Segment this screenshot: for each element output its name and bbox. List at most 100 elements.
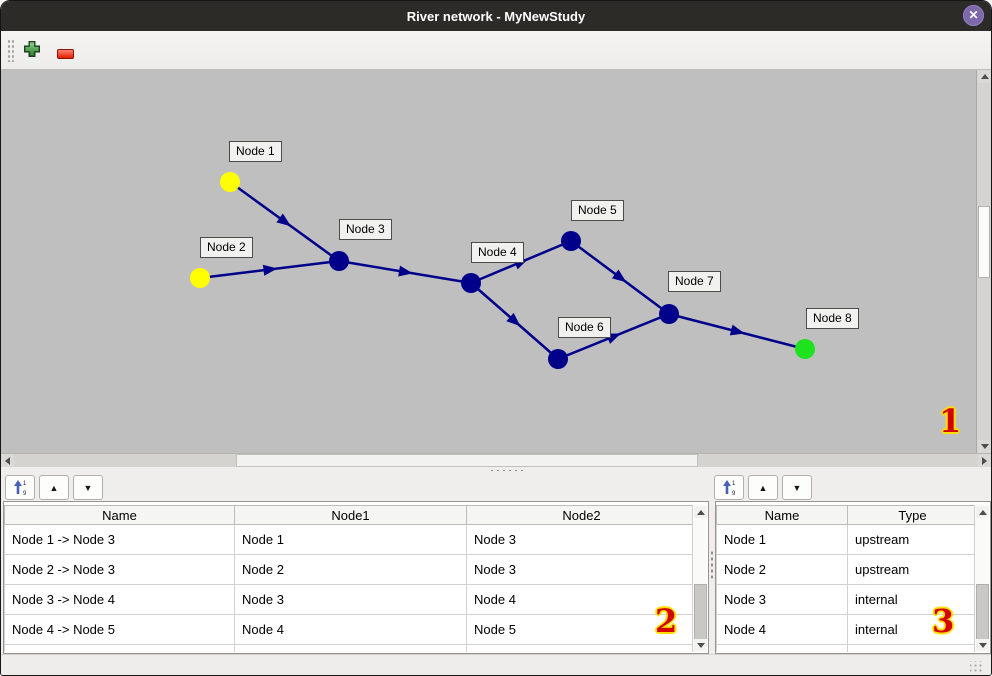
add-button[interactable] — [20, 39, 44, 61]
nodes-sort-button[interactable]: 1 9 — [714, 475, 744, 500]
splitter-handle-icon — [489, 469, 527, 472]
node-label[interactable]: Node 3 — [339, 219, 392, 240]
node-label[interactable]: Node 7 — [668, 271, 721, 292]
table-cell[interactable]: Node 3 — [234, 584, 467, 615]
column-header[interactable]: Node1 — [234, 505, 467, 525]
network-canvas[interactable]: Node 1 Node 2 Node 3 Node 4 Node 5 Node 6 Node… — [1, 70, 976, 453]
network-node[interactable] — [220, 172, 240, 192]
up-arrow-icon — [696, 509, 705, 515]
column-header[interactable]: Type — [847, 505, 978, 525]
branches-move-up-button[interactable]: ▲ — [39, 475, 69, 500]
scroll-up-button[interactable] — [976, 506, 989, 518]
close-button[interactable]: ✕ — [963, 5, 984, 26]
table-cell[interactable]: Node 1 -> Node 3 — [4, 524, 235, 555]
table-cell[interactable]: Node 3 — [466, 554, 697, 585]
scroll-left-button[interactable] — [1, 454, 14, 467]
down-arrow-icon — [696, 642, 705, 648]
table-cell[interactable]: Node 5 — [466, 614, 697, 645]
close-icon: ✕ — [968, 8, 979, 22]
network-node[interactable] — [190, 268, 210, 288]
branches-move-down-button[interactable]: ▼ — [73, 475, 103, 500]
table-cell[interactable]: Node 3 — [466, 524, 697, 555]
down-arrow-icon — [978, 642, 987, 648]
node-label[interactable]: Node 6 — [558, 317, 611, 338]
table-cell[interactable]: upstream — [847, 524, 978, 555]
toolbar-drag-handle[interactable] — [7, 39, 14, 62]
canvas-hscrollbar[interactable] — [1, 453, 991, 467]
node-label[interactable]: Node 5 — [571, 200, 624, 221]
table-cell[interactable]: Node 4 — [716, 614, 848, 645]
network-node[interactable] — [329, 251, 349, 271]
node-label[interactable]: Node 2 — [200, 237, 253, 258]
node-label[interactable]: Node 4 — [471, 242, 524, 263]
scroll-thumb[interactable] — [976, 584, 989, 643]
node-label[interactable]: Node 1 — [229, 141, 282, 162]
table-cell — [847, 644, 978, 652]
vscroll-thumb[interactable] — [978, 206, 990, 278]
svg-text:1: 1 — [23, 481, 27, 487]
scroll-down-button[interactable] — [694, 639, 707, 651]
scroll-right-button[interactable] — [978, 454, 991, 467]
network-node[interactable] — [561, 231, 581, 251]
table-cell[interactable]: Node 4 — [466, 584, 697, 615]
svg-text:9: 9 — [732, 491, 736, 496]
nodes-table-scrollbar[interactable] — [974, 505, 989, 652]
table-cell[interactable]: Node 1 — [234, 524, 467, 555]
table-cell[interactable]: Node 2 — [716, 554, 848, 585]
table-cell[interactable]: Node 4 — [234, 614, 467, 645]
flow-arrow-icon — [611, 269, 627, 283]
column-header[interactable]: Name — [4, 505, 235, 525]
node-label[interactable]: Node 8 — [806, 308, 859, 329]
scroll-up-button[interactable] — [694, 506, 707, 518]
branches-sort-button[interactable]: 1 9 — [5, 475, 35, 500]
nodes-move-up-button[interactable]: ▲ — [748, 475, 778, 500]
table-cell[interactable]: Node 1 — [716, 524, 848, 555]
table-cell[interactable]: Node 3 -> Node 4 — [4, 584, 235, 615]
tables-splitter-handle[interactable] — [710, 550, 714, 580]
table-cell — [234, 644, 467, 652]
nodes-move-down-button[interactable]: ▼ — [782, 475, 812, 500]
column-header[interactable]: Name — [716, 505, 848, 525]
right-arrow-icon — [982, 456, 987, 465]
table-cell[interactable]: Node 2 — [234, 554, 467, 585]
flow-arrow-icon — [398, 265, 413, 277]
network-node[interactable] — [548, 349, 568, 369]
branches-table-scrollbar[interactable] — [692, 505, 707, 652]
network-node[interactable] — [659, 304, 679, 324]
hscroll-thumb[interactable] — [236, 454, 698, 467]
som-annotation: 2 — [655, 602, 678, 640]
network-node[interactable] — [795, 339, 815, 359]
table-cell — [466, 644, 697, 652]
remove-button[interactable] — [53, 39, 77, 61]
network-node[interactable] — [461, 273, 481, 293]
table-cell[interactable]: Node 4 -> Node 5 — [4, 614, 235, 645]
titlebar[interactable]: River network - MyNewStudy ✕ — [1, 1, 991, 31]
scroll-thumb[interactable] — [694, 584, 707, 643]
table-cell[interactable]: internal — [847, 584, 978, 615]
resize-grip[interactable] — [970, 661, 983, 673]
scroll-down-button[interactable] — [976, 639, 989, 651]
add-plus-icon — [24, 40, 40, 57]
table-cell[interactable]: internal — [847, 614, 978, 645]
main-toolbar — [1, 31, 991, 70]
table-cell[interactable]: Node 2 -> Node 3 — [4, 554, 235, 585]
scroll-down-button[interactable] — [978, 440, 991, 453]
scroll-up-button[interactable] — [978, 70, 991, 83]
column-header[interactable]: Node2 — [466, 505, 697, 525]
down-arrow-icon — [980, 444, 989, 449]
table-cell[interactable]: Node 3 — [716, 584, 848, 615]
canvas-vscrollbar[interactable] — [976, 70, 991, 453]
remove-minus-icon — [56, 48, 74, 59]
table-cell[interactable]: upstream — [847, 554, 978, 585]
canvas-tables-splitter[interactable] — [1, 467, 991, 474]
